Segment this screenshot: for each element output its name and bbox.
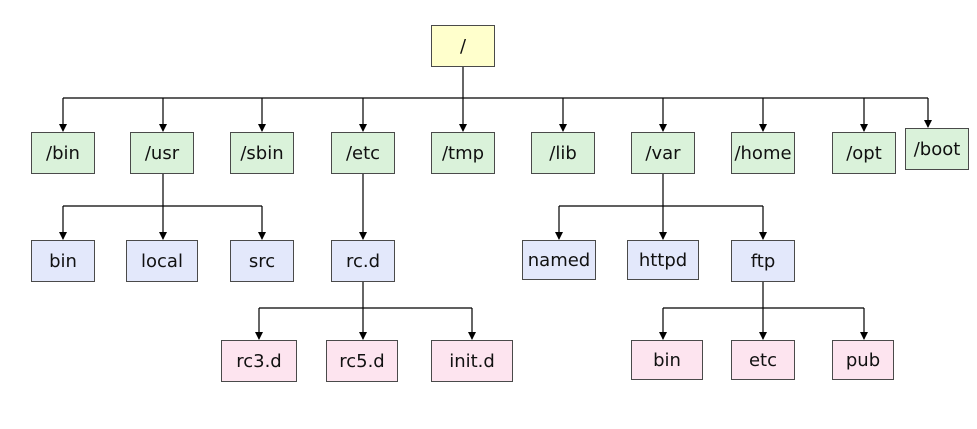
- node-rc5d: rc5.d: [326, 340, 398, 382]
- node-usr-local: local: [126, 240, 198, 282]
- node-usr: /usr: [130, 132, 194, 174]
- node-etc-rcd: rc.d: [331, 240, 395, 282]
- node-opt: /opt: [832, 132, 896, 174]
- node-var-httpd: httpd: [627, 240, 699, 280]
- node-var-ftp: ftp: [731, 240, 795, 282]
- node-lib: /lib: [531, 132, 595, 174]
- node-sbin: /sbin: [230, 132, 294, 174]
- node-var: /var: [631, 132, 695, 174]
- node-boot: /boot: [905, 128, 969, 170]
- node-home: /home: [731, 132, 795, 174]
- node-etc: /etc: [331, 132, 395, 174]
- node-bin: /bin: [31, 132, 95, 174]
- node-initd: init.d: [431, 340, 513, 382]
- node-ftp-bin: bin: [631, 340, 703, 380]
- node-usr-src: src: [230, 240, 294, 282]
- node-ftp-etc: etc: [731, 340, 795, 380]
- node-ftp-pub: pub: [832, 340, 894, 380]
- node-root: /: [431, 25, 495, 67]
- node-rc3d: rc3.d: [221, 340, 297, 382]
- node-tmp: /tmp: [431, 132, 495, 174]
- node-var-named: named: [522, 240, 596, 280]
- node-usr-bin: bin: [31, 240, 95, 282]
